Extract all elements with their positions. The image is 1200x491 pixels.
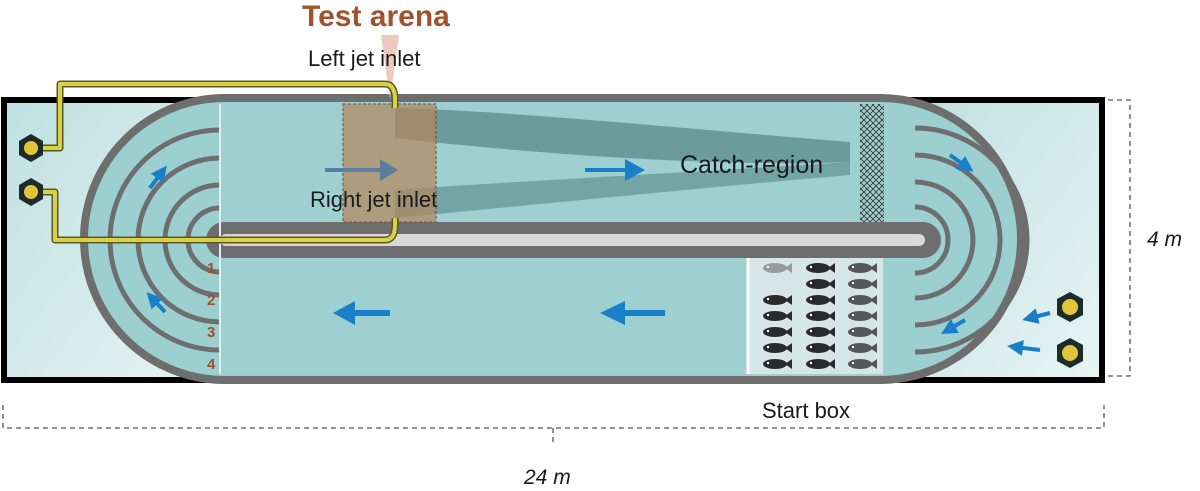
fish-icon xyxy=(763,311,792,321)
flow-arrow-icon xyxy=(1022,308,1051,324)
pump-icon xyxy=(19,178,43,206)
right-jet-inlet-label: Right jet inlet xyxy=(310,187,438,212)
jet-plume-left xyxy=(395,108,850,164)
fish-group xyxy=(763,263,877,369)
fish-icon xyxy=(806,343,835,353)
fish-icon xyxy=(806,311,835,321)
fish-icon xyxy=(848,295,877,305)
pump-icon xyxy=(19,134,43,162)
fish-icon xyxy=(806,295,835,305)
right-turning-vanes xyxy=(914,125,1030,355)
fish-icon xyxy=(763,359,792,369)
fish-icon xyxy=(806,359,835,369)
lane-number: 3 xyxy=(207,324,216,341)
fish-icon xyxy=(806,279,835,289)
fish-icon xyxy=(848,279,877,289)
fish-icon xyxy=(848,311,877,321)
lane-number: 1 xyxy=(207,260,216,277)
catch-net xyxy=(860,104,884,222)
flow-arrow-icon xyxy=(146,292,167,314)
flow-arrow-icon xyxy=(600,301,665,325)
flow-arrow-icon xyxy=(148,165,167,190)
length-dimension-label: 24 m xyxy=(524,466,571,489)
fish-icon xyxy=(763,295,792,305)
fish-icon xyxy=(763,343,792,353)
flow-arrows xyxy=(146,153,1051,356)
fish-icon xyxy=(806,263,835,273)
dimension-lines xyxy=(2,99,1131,445)
fish-icon xyxy=(763,263,792,273)
test-arena-title: Test arena xyxy=(302,0,450,33)
fish-icon xyxy=(848,359,877,369)
pump-icon xyxy=(1057,338,1083,368)
flow-arrow-icon xyxy=(585,159,645,181)
fish-icon xyxy=(848,263,877,273)
fish-icon xyxy=(848,343,877,353)
flow-arrow-icon xyxy=(941,318,967,335)
left-jet-inlet-label: Left jet inlet xyxy=(308,46,421,71)
lane-number: 2 xyxy=(207,292,216,309)
width-dimension-label: 4 m xyxy=(1147,228,1183,251)
pump-icon xyxy=(1057,292,1083,322)
fish-icon xyxy=(763,327,792,337)
fish-icon xyxy=(848,327,877,337)
flow-arrow-icon xyxy=(333,301,390,325)
start-box-label: Start box xyxy=(762,398,851,423)
flow-arrow-icon xyxy=(1007,340,1041,356)
catch-region-label: Catch-region xyxy=(680,151,824,179)
lane-number: 4 xyxy=(207,356,216,373)
flow-arrow-icon xyxy=(948,153,974,172)
flow-arrow-icon xyxy=(325,159,398,181)
fish-icon xyxy=(806,327,835,337)
test-arena-region xyxy=(342,103,437,223)
test-arena-pointer xyxy=(381,35,399,100)
jet-plume-right xyxy=(395,162,850,218)
